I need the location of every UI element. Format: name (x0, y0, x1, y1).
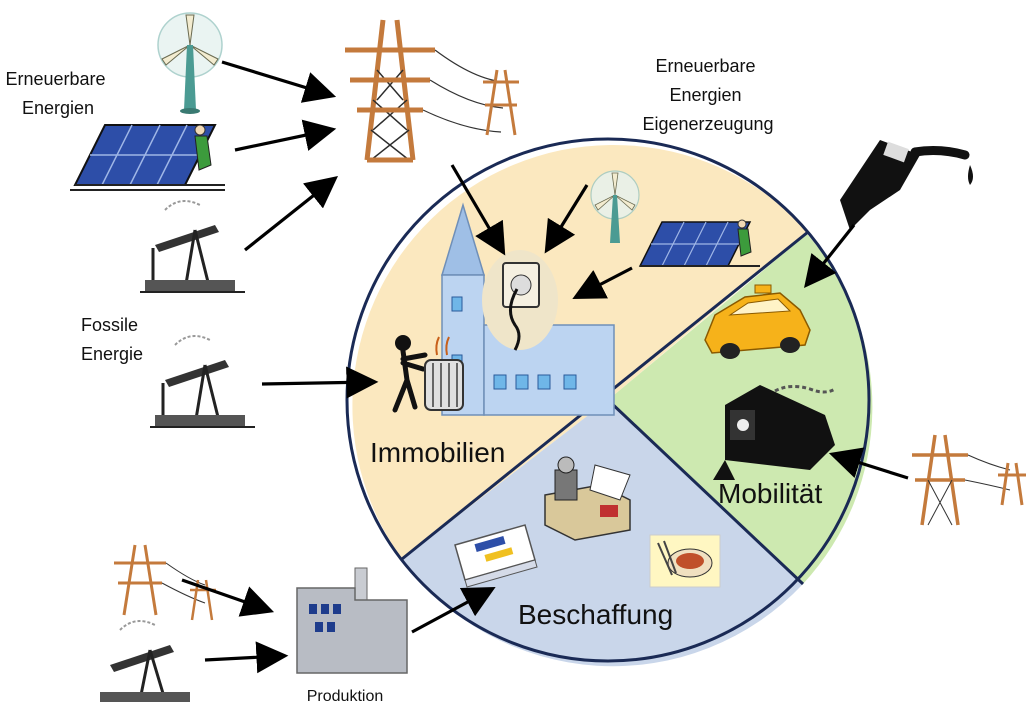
label-renewable-left: Erneuerbare Energien (5, 69, 110, 118)
label-production: Produktion (307, 688, 384, 705)
label-fossil: Fossile Energie (81, 315, 143, 364)
oil-pump-icon (100, 620, 190, 702)
arrows (181, 60, 909, 674)
sector-label-immobilien: Immobilien (370, 437, 505, 468)
arrow (261, 366, 379, 399)
office-supplies-icon (544, 456, 631, 541)
sector-label-beschaffung: Beschaffung (518, 599, 673, 630)
arrow (411, 586, 496, 634)
arrow (450, 164, 506, 256)
sector-label-mobilitaet: Mobilität (718, 478, 822, 509)
pie-outline (345, 137, 871, 663)
arrow (544, 184, 589, 254)
solar-panel-icon (70, 124, 225, 191)
arrow (221, 60, 337, 103)
arrow (828, 447, 909, 480)
power-pylon-icon (114, 544, 216, 621)
arrow (572, 266, 633, 299)
paper-stack-icon (454, 524, 538, 588)
food-plate-icon (649, 534, 721, 588)
arrow (181, 578, 275, 617)
train-icon (713, 384, 836, 480)
arrow (204, 641, 289, 674)
arrow (234, 119, 337, 152)
factory-icon (296, 567, 408, 674)
taxi-icon (704, 284, 811, 359)
power-socket-icon (482, 250, 558, 351)
solar-panel-icon (638, 219, 760, 267)
power-pylon-icon (345, 19, 519, 163)
label-renewable-self: Erneuerbare Energien Eigenerzeugung (642, 56, 773, 134)
oil-pump-icon (150, 335, 255, 428)
arrow (244, 176, 339, 252)
heater-person-icon (392, 335, 464, 413)
wind-turbine-icon (157, 12, 223, 114)
fuel-nozzle-icon (840, 140, 973, 230)
labels: Erneuerbare Energien Erneuerbare Energie… (5, 56, 822, 705)
power-pylon-icon (912, 434, 1026, 526)
divider-line (606, 398, 805, 586)
wind-turbine-icon (590, 170, 640, 243)
oil-pump-icon (140, 200, 245, 293)
arrow (804, 224, 856, 289)
